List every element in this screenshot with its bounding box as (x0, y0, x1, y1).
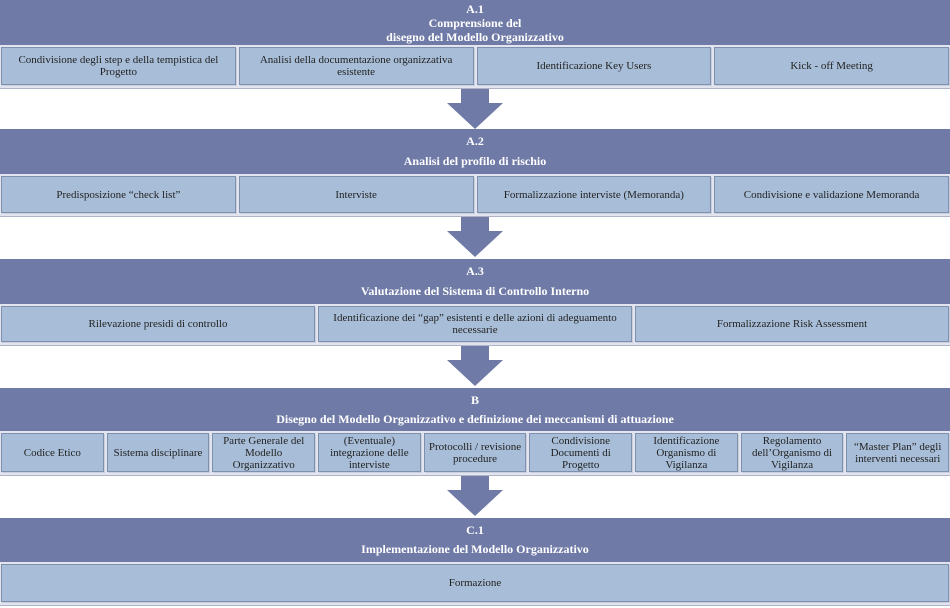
section-a1-header: A.1 Comprensione del disegno del Modello… (0, 0, 950, 45)
section-a2-steps: Predisposizione “check list” Interviste … (0, 174, 950, 217)
step-box: Formazione (1, 564, 949, 602)
step-box: Identificazione Organismo di Vigilanza (635, 433, 738, 472)
section-a1-steps: Condivisione degli step e della tempisti… (0, 45, 950, 89)
down-arrow-icon (447, 346, 503, 386)
down-arrow-icon (447, 476, 503, 516)
step-box: “Master Plan” degli interventi necessari (846, 433, 950, 472)
section-title-line: Disegno del Modello Organizzativo e defi… (276, 412, 674, 426)
section-code: A.1 (466, 2, 484, 16)
step-box: (Eventuale) integrazione delle intervist… (318, 433, 421, 472)
step-box: Rilevazione presidi di controllo (1, 306, 315, 342)
step-box: Predisposizione “check list” (1, 176, 236, 213)
step-box: Interviste (238, 176, 474, 213)
section-code: A.3 (466, 264, 484, 278)
step-box: Regolamento dell’Organismo di Vigilanza (740, 433, 844, 472)
step-box: Parte Generale del Modello Organizzativo (212, 433, 316, 472)
section-c1-steps: Formazione (0, 562, 950, 606)
step-box: Condivisione degli step e della tempisti… (1, 47, 236, 85)
section-a3-steps: Rilevazione presidi di controllo Identif… (0, 304, 950, 346)
down-arrow-icon (447, 217, 503, 257)
section-title-line: Analisi del profilo di rischio (403, 154, 547, 168)
step-box: Formalizzazione Risk Assessment (635, 306, 949, 342)
step-box: Formalizzazione interviste (Memoranda) (476, 176, 712, 213)
step-box: Identificazione Key Users (476, 47, 712, 85)
section-c1-header: C.1 Implementazione del Modello Organizz… (0, 518, 950, 562)
section-title-line: Implementazione del Modello Organizzativ… (361, 542, 589, 556)
section-code: A.2 (466, 134, 484, 148)
down-arrow-icon (447, 89, 503, 129)
section-code: C.1 (466, 523, 484, 537)
section-title-line: Comprensione del (428, 16, 522, 30)
step-box: Sistema disciplinare (106, 433, 210, 472)
section-code: B (470, 393, 479, 407)
step-box: Protocolli / revisione procedure (423, 433, 527, 472)
section-b-header: B Disegno del Modello Organizzativo e de… (0, 388, 950, 431)
section-title-line: disegno del Modello Organizzativo (386, 30, 564, 44)
step-box: Identificazione dei “gap” esistenti e de… (318, 306, 632, 342)
section-a2-header: A.2 Analisi del profilo di rischio (0, 129, 950, 174)
section-title-line: Valutazione del Sistema di Controllo Int… (360, 284, 590, 298)
section-b-steps: Codice Etico Sistema disciplinare Parte … (0, 431, 950, 476)
step-box: Condivisione Documenti di Progetto (529, 433, 633, 472)
step-box: Kick - off Meeting (714, 47, 949, 85)
step-box: Codice Etico (1, 433, 104, 472)
step-box: Analisi della documentazione organizzati… (238, 47, 474, 85)
section-a3-header: A.3 Valutazione del Sistema di Controllo… (0, 259, 950, 304)
step-box: Condivisione e validazione Memoranda (714, 176, 949, 213)
